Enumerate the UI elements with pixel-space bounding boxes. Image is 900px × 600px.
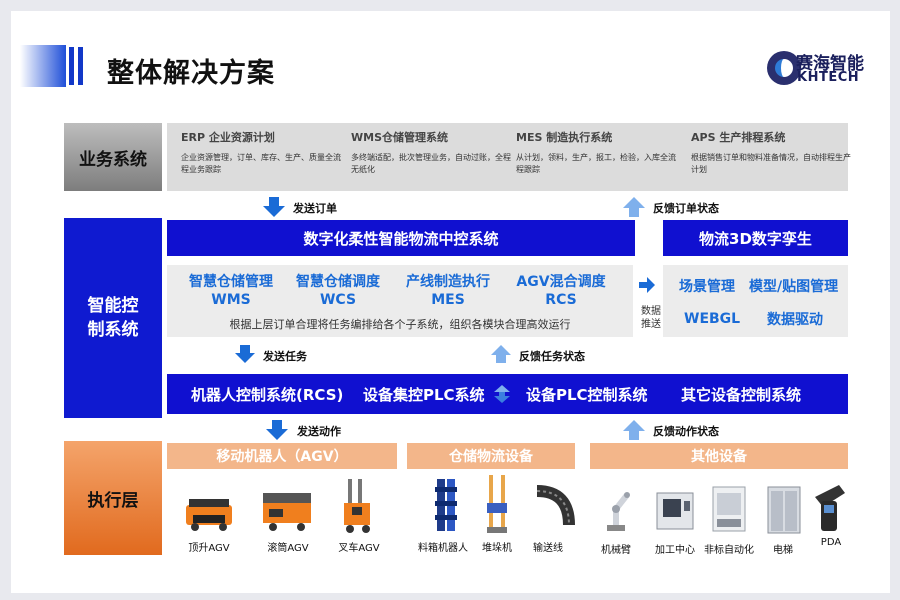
- section-execution-label: 执行层: [64, 441, 162, 555]
- twin-item-webgl: WEBGL: [684, 311, 741, 327]
- device-label: 顶升AGV: [188, 543, 230, 554]
- bin-robot-icon: [435, 479, 457, 531]
- control-systems-bar: [167, 374, 848, 414]
- modules-panel: [167, 265, 633, 337]
- section-business-label: 业务系统: [64, 123, 162, 191]
- category-agv: 移动机器人（AGV）: [167, 443, 397, 469]
- arrow-up-icon: [623, 197, 645, 217]
- khtech-logo-icon: [767, 51, 801, 85]
- device-label: PDA: [820, 537, 842, 548]
- page-title: 整体解决方案: [107, 58, 275, 89]
- machining-center-icon: [656, 492, 694, 530]
- device-label: 输送线: [533, 543, 563, 554]
- device-label: 加工中心: [655, 545, 695, 556]
- arrow-down-icon: [263, 197, 285, 217]
- arrow-right-icon: [639, 277, 655, 293]
- arrow-down-icon: [266, 420, 288, 440]
- control-system-other: 其它设备控制系统: [681, 385, 802, 404]
- logo-text-en: KHTECH: [797, 70, 860, 85]
- stacker-crane-icon: [487, 475, 507, 533]
- business-system-title: APS 生产排程系统: [691, 131, 786, 144]
- device-label: 堆垛机: [482, 543, 512, 554]
- business-system-desc: 多终端适配，批次管理业务，自动过账，全程无纸化: [351, 153, 511, 174]
- forklift-agv-icon: [344, 479, 370, 533]
- logo-text-cn: 赛海智能: [796, 54, 864, 74]
- section-control-label: 智能控制系统: [64, 218, 162, 418]
- business-systems-panel: [167, 123, 848, 191]
- robot-arm-icon: [607, 492, 630, 531]
- central-system-bar: 数字化柔性智能物流中控系统: [167, 220, 635, 256]
- business-system-aps: APS 生产排程系统 根据销售订单和物料准备情况，自动排程生产计划: [691, 129, 851, 176]
- category-storage: 仓储物流设备: [407, 443, 575, 469]
- roller-agv-icon: [263, 493, 311, 531]
- control-system-plc: 设备PLC控制系统: [526, 385, 648, 404]
- flow-label-feedback-task: 反馈任务状态: [519, 350, 585, 363]
- device-label: 叉车AGV: [338, 543, 380, 554]
- category-other: 其他设备: [590, 443, 848, 469]
- slide: 整体解决方案 赛海智能 KHTECH 业务系统 智能控制系统 执行层 ERP 企…: [11, 11, 890, 593]
- twin-item-model: 模型/贴图管理: [749, 279, 839, 295]
- header-accent-stripe: [78, 47, 83, 85]
- twin-item-scene: 场景管理: [679, 279, 735, 295]
- arrow-up-icon: [491, 345, 511, 363]
- flow-label-feedback-action: 反馈动作状态: [653, 425, 719, 438]
- business-system-mes: MES 制造执行系统 从计划，领料，生产，报工，检验，入库全流程跟踪: [516, 129, 676, 176]
- modules-note: 根据上层订单合理将任务编排给各个子系统，组织各模块合理高效运行: [229, 318, 571, 331]
- data-push-label: 数据推送: [641, 306, 661, 330]
- arrow-down-icon: [235, 345, 255, 363]
- flow-label-send-task: 发送任务: [263, 350, 307, 363]
- flow-label-send-action: 发送动作: [297, 425, 341, 438]
- conveyor-icon: [536, 485, 575, 526]
- arrow-up-icon: [623, 420, 645, 440]
- twin-item-data: 数据驱动: [767, 312, 823, 328]
- header-accent-stripe: [69, 47, 74, 85]
- lift-agv-icon: [186, 499, 232, 531]
- digital-twin-bar: 物流3D数字孪生: [663, 220, 848, 256]
- business-system-title: WMS仓储管理系统: [351, 131, 449, 144]
- bidirectional-arrow-icon: [494, 385, 510, 403]
- header-accent-bar: [20, 45, 66, 87]
- business-system-title: MES 制造执行系统: [516, 131, 613, 144]
- flow-label-feedback-order: 反馈订单状态: [653, 202, 719, 215]
- device-label: 机械臂: [601, 545, 631, 556]
- business-system-wms: WMS仓储管理系统 多终端适配，批次管理业务，自动过账，全程无纸化: [351, 129, 511, 176]
- control-system-plc-central: 设备集控PLC系统: [363, 385, 485, 404]
- business-system-desc: 从计划，领料，生产，报工，检验，入库全流程跟踪: [516, 153, 676, 174]
- business-system-title: ERP 企业资源计划: [181, 131, 275, 144]
- digital-twin-panel: [663, 265, 848, 337]
- device-label: 非标自动化: [704, 545, 754, 556]
- device-label: 电梯: [773, 545, 793, 556]
- business-system-erp: ERP 企业资源计划 企业资源管理，订单、库存、生产、质量全流程业务跟踪: [181, 129, 341, 176]
- pda-icon: [815, 485, 845, 531]
- elevator-icon: [767, 486, 801, 534]
- flow-label-send-order: 发送订单: [293, 202, 337, 215]
- device-label: 滚筒AGV: [267, 543, 309, 554]
- business-system-desc: 企业资源管理，订单、库存、生产、质量全流程业务跟踪: [181, 153, 341, 174]
- business-system-desc: 根据销售订单和物料准备情况，自动排程生产计划: [691, 153, 851, 174]
- control-system-rcs: 机器人控制系统(RCS): [191, 385, 344, 404]
- custom-automation-icon: [712, 486, 746, 532]
- device-label: 料箱机器人: [418, 543, 468, 554]
